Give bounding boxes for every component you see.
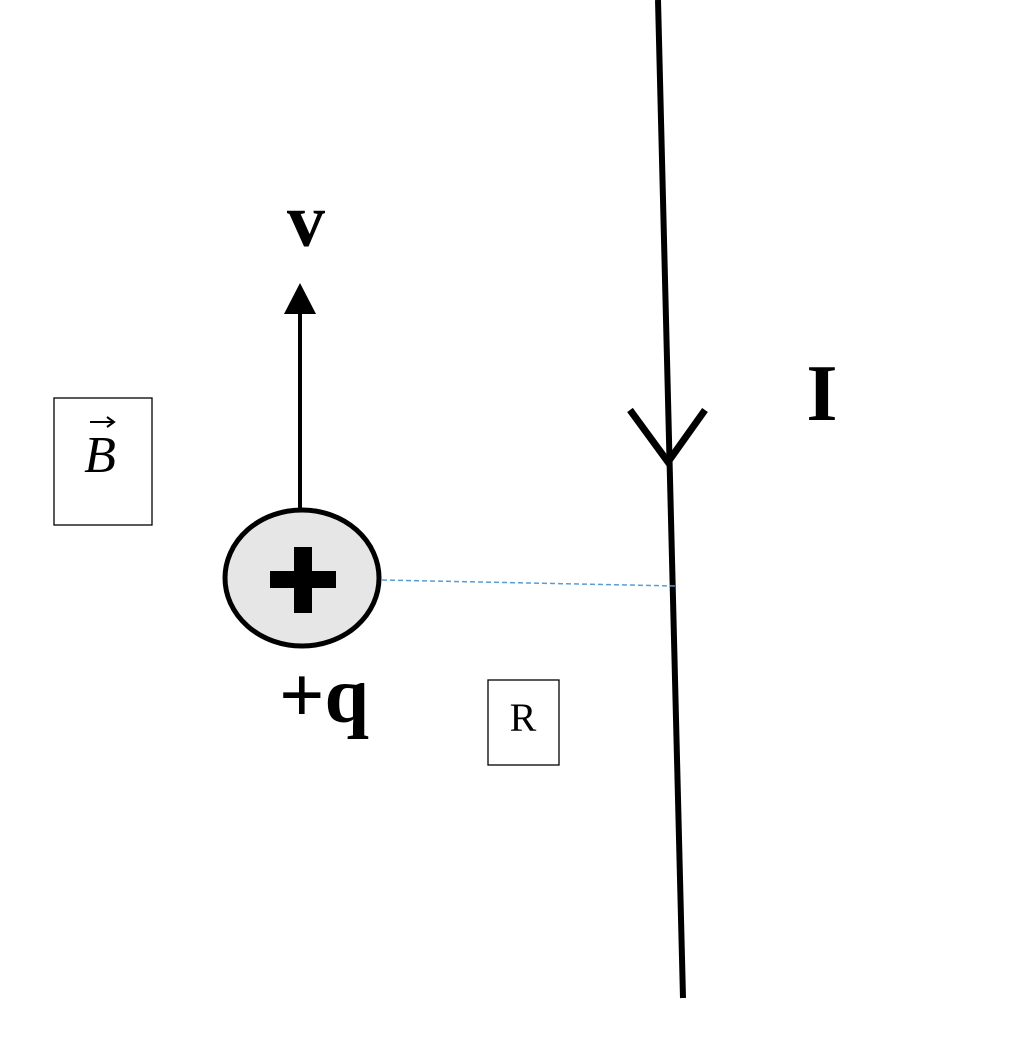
- wire-line: [655, 0, 686, 999]
- charge: [222, 507, 382, 649]
- distance-dashed-line: [381, 579, 677, 587]
- vector-arrow-icon: [90, 416, 116, 428]
- field-label-box: B: [53, 397, 153, 526]
- distance-label-box: R: [487, 679, 560, 766]
- velocity-label: v: [287, 179, 325, 263]
- field-label: B: [84, 427, 116, 484]
- plus-icon: [270, 547, 336, 613]
- distance-label: R: [510, 695, 537, 740]
- velocity-vector: [284, 283, 316, 508]
- current-direction-arrow-icon: [627, 407, 708, 468]
- current-label: I: [806, 350, 837, 438]
- field-label-frame: [53, 397, 153, 526]
- distance-label-frame: [487, 679, 560, 766]
- wire: [627, 0, 708, 999]
- arrow-up-icon: [284, 283, 316, 314]
- charge-label: +q: [279, 652, 369, 740]
